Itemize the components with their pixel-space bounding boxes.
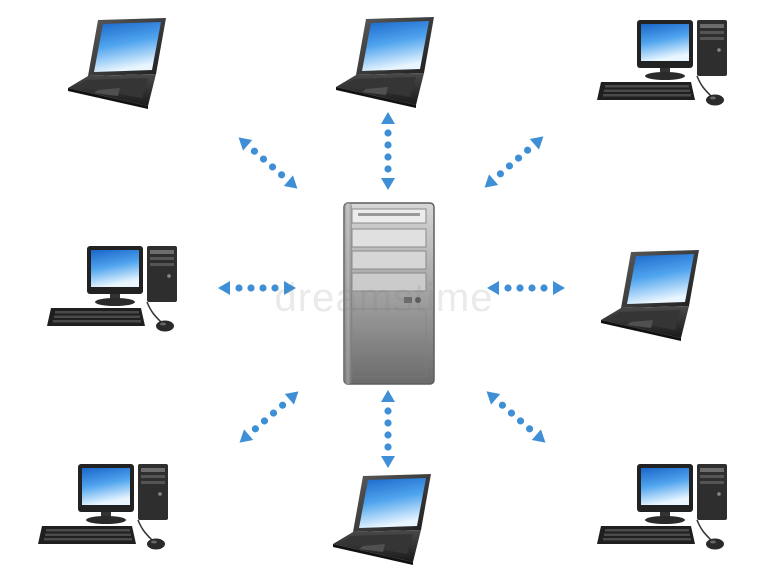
server-tower-icon: [343, 202, 435, 385]
arrow-middle-right-icon: [487, 281, 565, 295]
watermark-text: dreamstime: [275, 276, 494, 320]
desktop-bottom-left-icon: [37, 463, 169, 551]
laptop-middle-right-icon: [601, 250, 699, 341]
arrow-top-right-icon: [479, 131, 549, 193]
arrow-bottom-left-icon: [234, 386, 304, 448]
arrow-bottom-center-icon: [381, 390, 395, 468]
laptop-top-center-icon: [336, 17, 434, 108]
desktop-middle-left-icon: [46, 245, 178, 333]
desktop-bottom-right-icon: [596, 463, 728, 551]
arrow-top-left-icon: [233, 132, 303, 194]
laptop-top-left-icon: [68, 18, 166, 109]
laptop-bottom-center-icon: [333, 474, 431, 565]
desktop-top-right-icon: [596, 19, 728, 107]
arrow-top-center-icon: [381, 112, 395, 190]
arrow-bottom-right-icon: [481, 386, 551, 448]
